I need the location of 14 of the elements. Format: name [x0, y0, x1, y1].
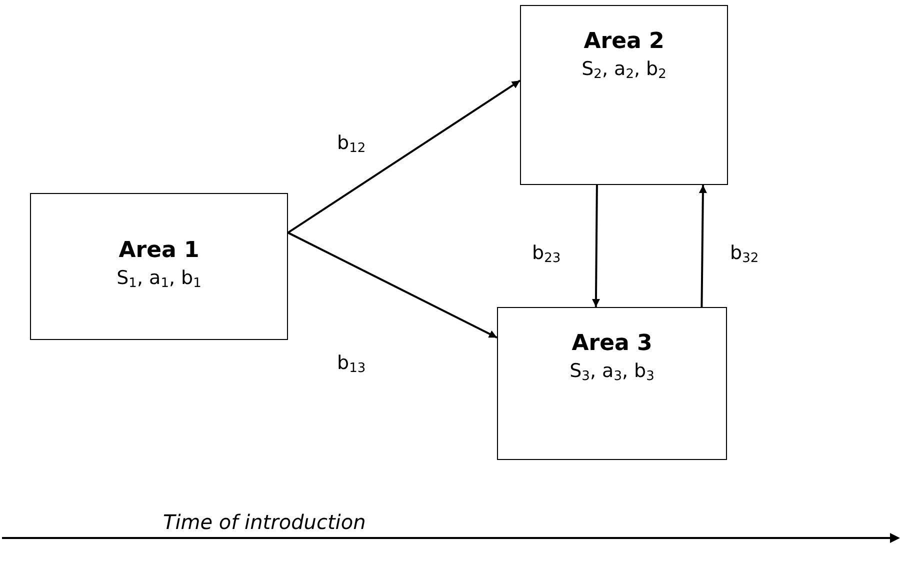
area-title: Area 2 [584, 28, 664, 56]
arrow [592, 184, 600, 308]
area-parameters: S$_{1}$, a$_{1}$, b$_{1}$ [116, 266, 202, 292]
area-parameters: S$_{3}$, a$_{3}$, b$_{3}$ [570, 359, 654, 386]
area-title: Area 3 [572, 330, 652, 358]
arrow [287, 80, 521, 234]
arrow [698, 184, 707, 308]
arrow [288, 232, 498, 338]
area-box [497, 307, 727, 460]
axis-label: Time of introduction [163, 510, 366, 534]
area-parameters: S$_{2}$, a$_{2}$, b$_{2}$ [582, 57, 666, 84]
area-title: Area 1 [118, 236, 200, 264]
area-box [520, 5, 728, 185]
area-box [30, 193, 288, 340]
